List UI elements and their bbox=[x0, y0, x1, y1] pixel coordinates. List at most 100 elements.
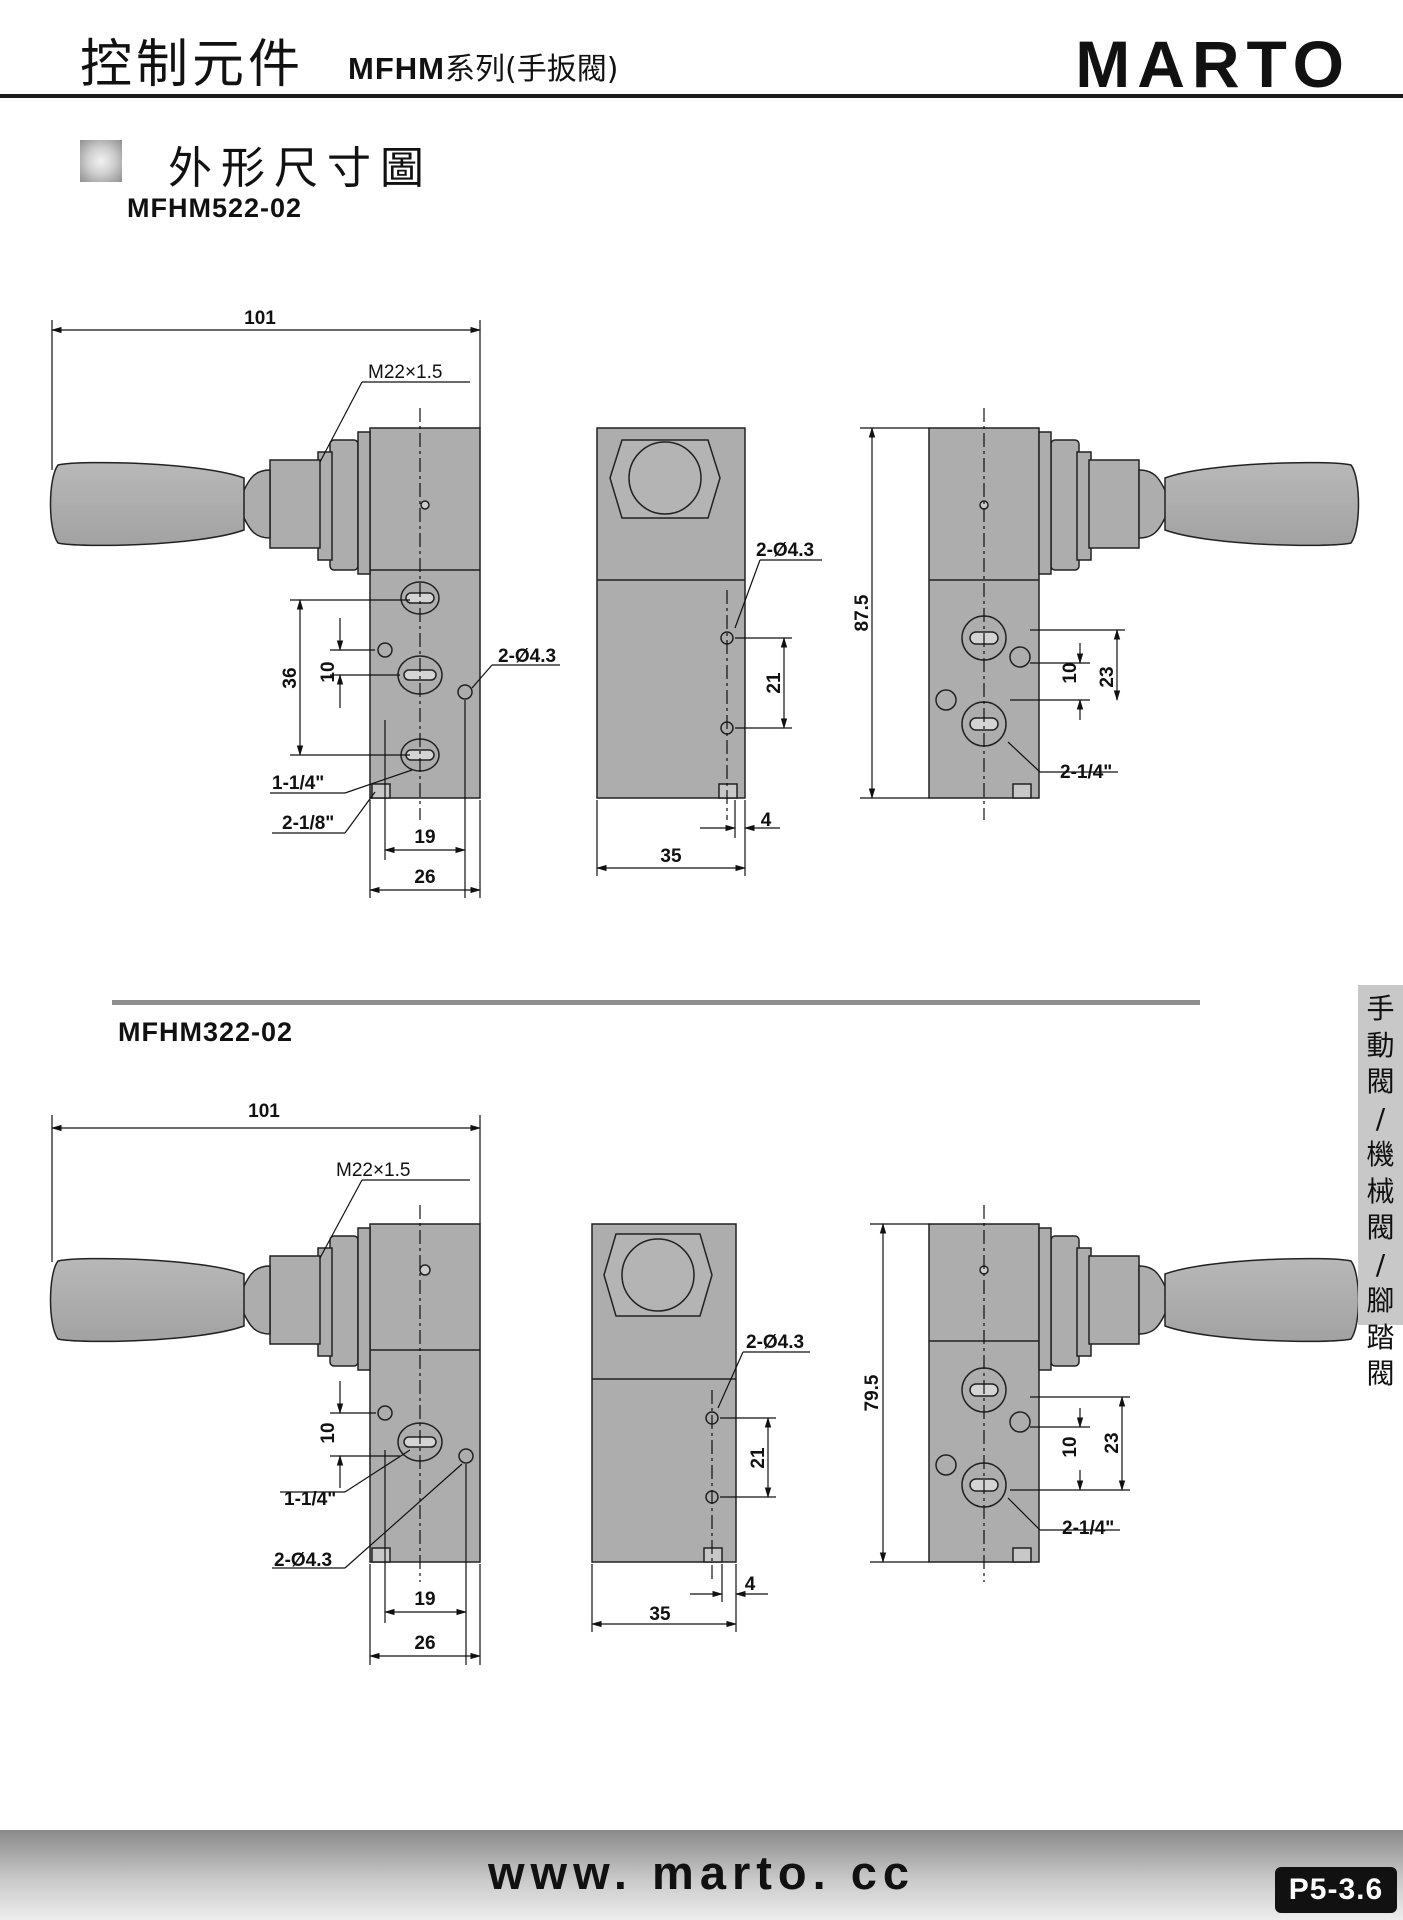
dim-spacing-21: 21 bbox=[764, 672, 785, 694]
side-tab-char: 機 bbox=[1366, 1138, 1395, 1171]
model2-front-dims bbox=[50, 1115, 482, 1665]
dim-port-b: 2-1/8" bbox=[282, 813, 334, 834]
dim-total-height: 79.5 bbox=[862, 1374, 883, 1411]
footer-url[interactable]: www. marto. cc bbox=[487, 1846, 916, 1899]
model2-front-view bbox=[49, 1223, 481, 1563]
model-name-1: MFHM522-02 bbox=[127, 193, 303, 223]
screw-slot bbox=[371, 783, 391, 799]
handle-collar bbox=[269, 1255, 321, 1345]
valve-body bbox=[369, 1223, 481, 1563]
side-tab-char: 閥 bbox=[1366, 1357, 1395, 1390]
dim-width-19: 19 bbox=[414, 827, 435, 848]
screw-slot bbox=[1012, 1547, 1032, 1563]
dim-depth-35: 35 bbox=[649, 1604, 671, 1625]
handle-grip bbox=[49, 1257, 245, 1343]
dim-port-a: 1-1/4" bbox=[272, 773, 324, 794]
screw-slot bbox=[718, 783, 738, 799]
handle-grip bbox=[1164, 461, 1360, 547]
dim-depth-35: 35 bbox=[660, 846, 682, 867]
mount-hole bbox=[935, 689, 957, 711]
side-tab-char: 閥 bbox=[1366, 1211, 1395, 1244]
handle-collar bbox=[1088, 459, 1140, 549]
dim-height-b: 10 bbox=[318, 661, 339, 682]
dim-thread: M22×1.5 bbox=[368, 362, 442, 383]
side-tab-char: 腳 bbox=[1366, 1284, 1395, 1317]
dim-mount-hole-front: 2-Ø4.3 bbox=[274, 1550, 332, 1571]
dim-mount-hole-front: 2-Ø4.3 bbox=[498, 646, 556, 667]
dim-port-a: 1-1/4" bbox=[284, 1489, 336, 1510]
dim-width-26: 26 bbox=[414, 1633, 435, 1654]
mount-hole bbox=[1009, 1411, 1031, 1433]
side-tab-char: / bbox=[1375, 1101, 1386, 1135]
model2-side-view bbox=[591, 1223, 737, 1563]
hex-nut-face bbox=[628, 441, 702, 515]
dim-spacing-21: 21 bbox=[748, 1447, 769, 1469]
mount-hole bbox=[1009, 646, 1031, 668]
pin-dot bbox=[420, 500, 430, 510]
dim-overall-length: 101 bbox=[244, 308, 276, 329]
dim-rear-port: 2-1/4" bbox=[1060, 762, 1112, 783]
model2-rear-view bbox=[928, 1223, 1360, 1563]
side-tab-char: 械 bbox=[1366, 1174, 1395, 1208]
dim-mount-hole-side: 2-Ø4.3 bbox=[756, 540, 814, 561]
handle-collar bbox=[1088, 1255, 1140, 1345]
mount-hole bbox=[458, 1448, 474, 1464]
mount-flange bbox=[357, 431, 371, 575]
lock-nut bbox=[1050, 439, 1080, 571]
dim-overall-length: 101 bbox=[248, 1101, 280, 1122]
handle-grip bbox=[1164, 1257, 1360, 1343]
model-name-2: MFHM322-02 bbox=[118, 1017, 294, 1047]
hex-nut-face bbox=[621, 1238, 695, 1312]
dim-rear-10: 10 bbox=[1060, 1436, 1081, 1457]
lock-nut bbox=[329, 1235, 359, 1367]
dim-mount-hole-side: 2-Ø4.3 bbox=[746, 1332, 804, 1353]
brand-logo: MARTO bbox=[1075, 27, 1351, 101]
dimension-drawing: 101 M22×1.5 36 10 2-Ø4.3 1-1/4" 2-1/8" 1… bbox=[49, 308, 1360, 1665]
side-tab-char: 閥 bbox=[1366, 1065, 1395, 1098]
lock-nut bbox=[1050, 1235, 1080, 1367]
header-divider bbox=[0, 94, 1403, 98]
screw-slot bbox=[1012, 783, 1032, 799]
model1-front-dims bbox=[50, 320, 560, 898]
mount-hole bbox=[377, 642, 393, 658]
screw-slot bbox=[371, 1547, 391, 1563]
dim-offset-4: 4 bbox=[761, 810, 772, 831]
dim-thread: M22×1.5 bbox=[336, 1160, 410, 1181]
model1-side-view bbox=[596, 427, 746, 799]
series-suffix: 系列(手扳閥) bbox=[444, 52, 619, 87]
mount-hole bbox=[457, 684, 473, 700]
dim-rear-10: 10 bbox=[1060, 662, 1081, 683]
model2-side-dims bbox=[590, 1351, 810, 1632]
dim-rear-23: 23 bbox=[1097, 666, 1118, 687]
dim-width-26: 26 bbox=[414, 867, 435, 888]
dim-height-a: 36 bbox=[280, 667, 301, 688]
category-side-tab[interactable]: 手 動 閥 / 機 械 閥 / 腳 踏 閥 bbox=[1358, 985, 1403, 1390]
lock-nut bbox=[329, 439, 359, 571]
section-bullet-icon bbox=[80, 140, 122, 182]
header-title: 控制元件 bbox=[80, 35, 305, 95]
handle-collar bbox=[269, 459, 321, 549]
side-tab-char: 踏 bbox=[1366, 1320, 1395, 1354]
model1-front-view bbox=[49, 427, 481, 799]
dim-total-height: 87.5 bbox=[852, 594, 873, 631]
side-tab-char: 手 bbox=[1366, 992, 1395, 1025]
model1-side-dims bbox=[595, 559, 822, 876]
dim-rear-23: 23 bbox=[1102, 1432, 1123, 1453]
dim-height-b: 10 bbox=[318, 1422, 339, 1443]
header-series: MFHM系列(手扳閥) bbox=[348, 44, 618, 88]
model1-rear-view bbox=[928, 427, 1360, 799]
mount-hole bbox=[377, 1405, 393, 1421]
screw-slot bbox=[703, 1547, 723, 1563]
dim-offset-4: 4 bbox=[745, 1574, 756, 1595]
model2-rear-dims bbox=[870, 1205, 1130, 1582]
model1-rear-dims bbox=[860, 408, 1125, 820]
page-number-badge: P5-3.6 bbox=[1275, 1867, 1397, 1913]
handle-grip bbox=[49, 461, 245, 547]
dim-rear-port: 2-1/4" bbox=[1062, 1518, 1114, 1539]
footer-band bbox=[0, 1830, 1403, 1920]
section-divider bbox=[112, 1000, 1200, 1005]
side-tab-char: 動 bbox=[1366, 1028, 1395, 1062]
section-title: 外形尺寸圖 bbox=[168, 143, 433, 194]
mount-hole bbox=[935, 1454, 957, 1476]
side-tab-char: / bbox=[1375, 1247, 1386, 1281]
